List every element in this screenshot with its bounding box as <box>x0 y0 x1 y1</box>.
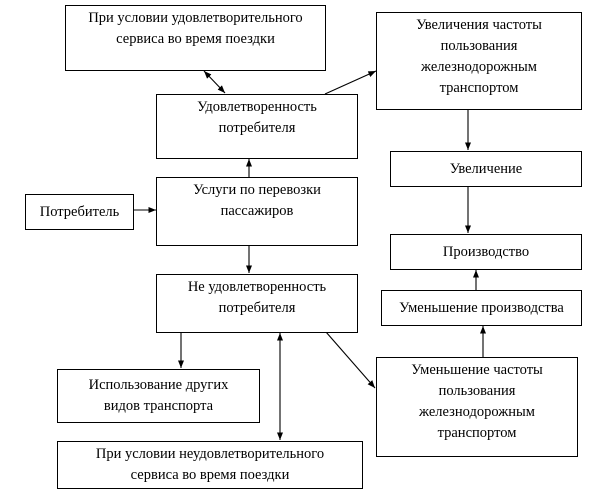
node-production-label: Производство <box>442 243 530 260</box>
node-decrease-frequency-label: Уменьшение частоты пользования железнодо… <box>411 362 543 441</box>
node-consumer-label: Потребитель <box>39 203 120 220</box>
node-other-transport: Использование других видов транспорта <box>57 369 260 423</box>
node-production-decrease-label: Уменьшение производства <box>399 299 564 316</box>
edge-satisfactory-service-satisfaction <box>203 70 226 94</box>
node-increase-frequency-label: Увеличения частоты пользования железнодо… <box>416 17 542 96</box>
node-satisfactory-service-label: При условии удовлетворительного сервиса … <box>88 10 303 47</box>
node-consumer-dissatisfaction: Не удовлетворенность потребителя <box>156 274 358 333</box>
node-consumer-dissatisfaction-label: Не удовлетворенность потребителя <box>187 279 327 316</box>
node-decrease-frequency: Уменьшение частоты пользования железнодо… <box>376 357 578 457</box>
node-production: Производство <box>390 234 582 270</box>
node-unsatisfactory-service-label: При условии неудовлетворительного сервис… <box>95 446 325 483</box>
node-consumer: Потребитель <box>25 194 134 230</box>
node-increase: Увеличение <box>390 151 582 187</box>
node-consumer-satisfaction: Удовлетворенность потребителя <box>156 94 358 159</box>
node-production-decrease: Уменьшение производства <box>381 290 582 326</box>
node-increase-label: Увеличение <box>449 160 523 177</box>
edge-satisfaction-to-increase-frequency <box>324 70 377 95</box>
edge-dissatisfaction-to-decrease-frequency <box>325 331 376 389</box>
node-satisfactory-service: При условии удовлетворительного сервиса … <box>65 5 326 71</box>
node-passenger-services: Услуги по перевозки пассажиров <box>156 177 358 246</box>
node-consumer-satisfaction-label: Удовлетворенность потребителя <box>197 99 317 136</box>
node-increase-frequency: Увеличения частоты пользования железнодо… <box>376 12 582 110</box>
node-unsatisfactory-service: При условии неудовлетворительного сервис… <box>57 441 363 489</box>
node-passenger-services-label: Услуги по перевозки пассажиров <box>193 182 321 219</box>
node-other-transport-label: Использование других видов транспорта <box>88 377 229 414</box>
